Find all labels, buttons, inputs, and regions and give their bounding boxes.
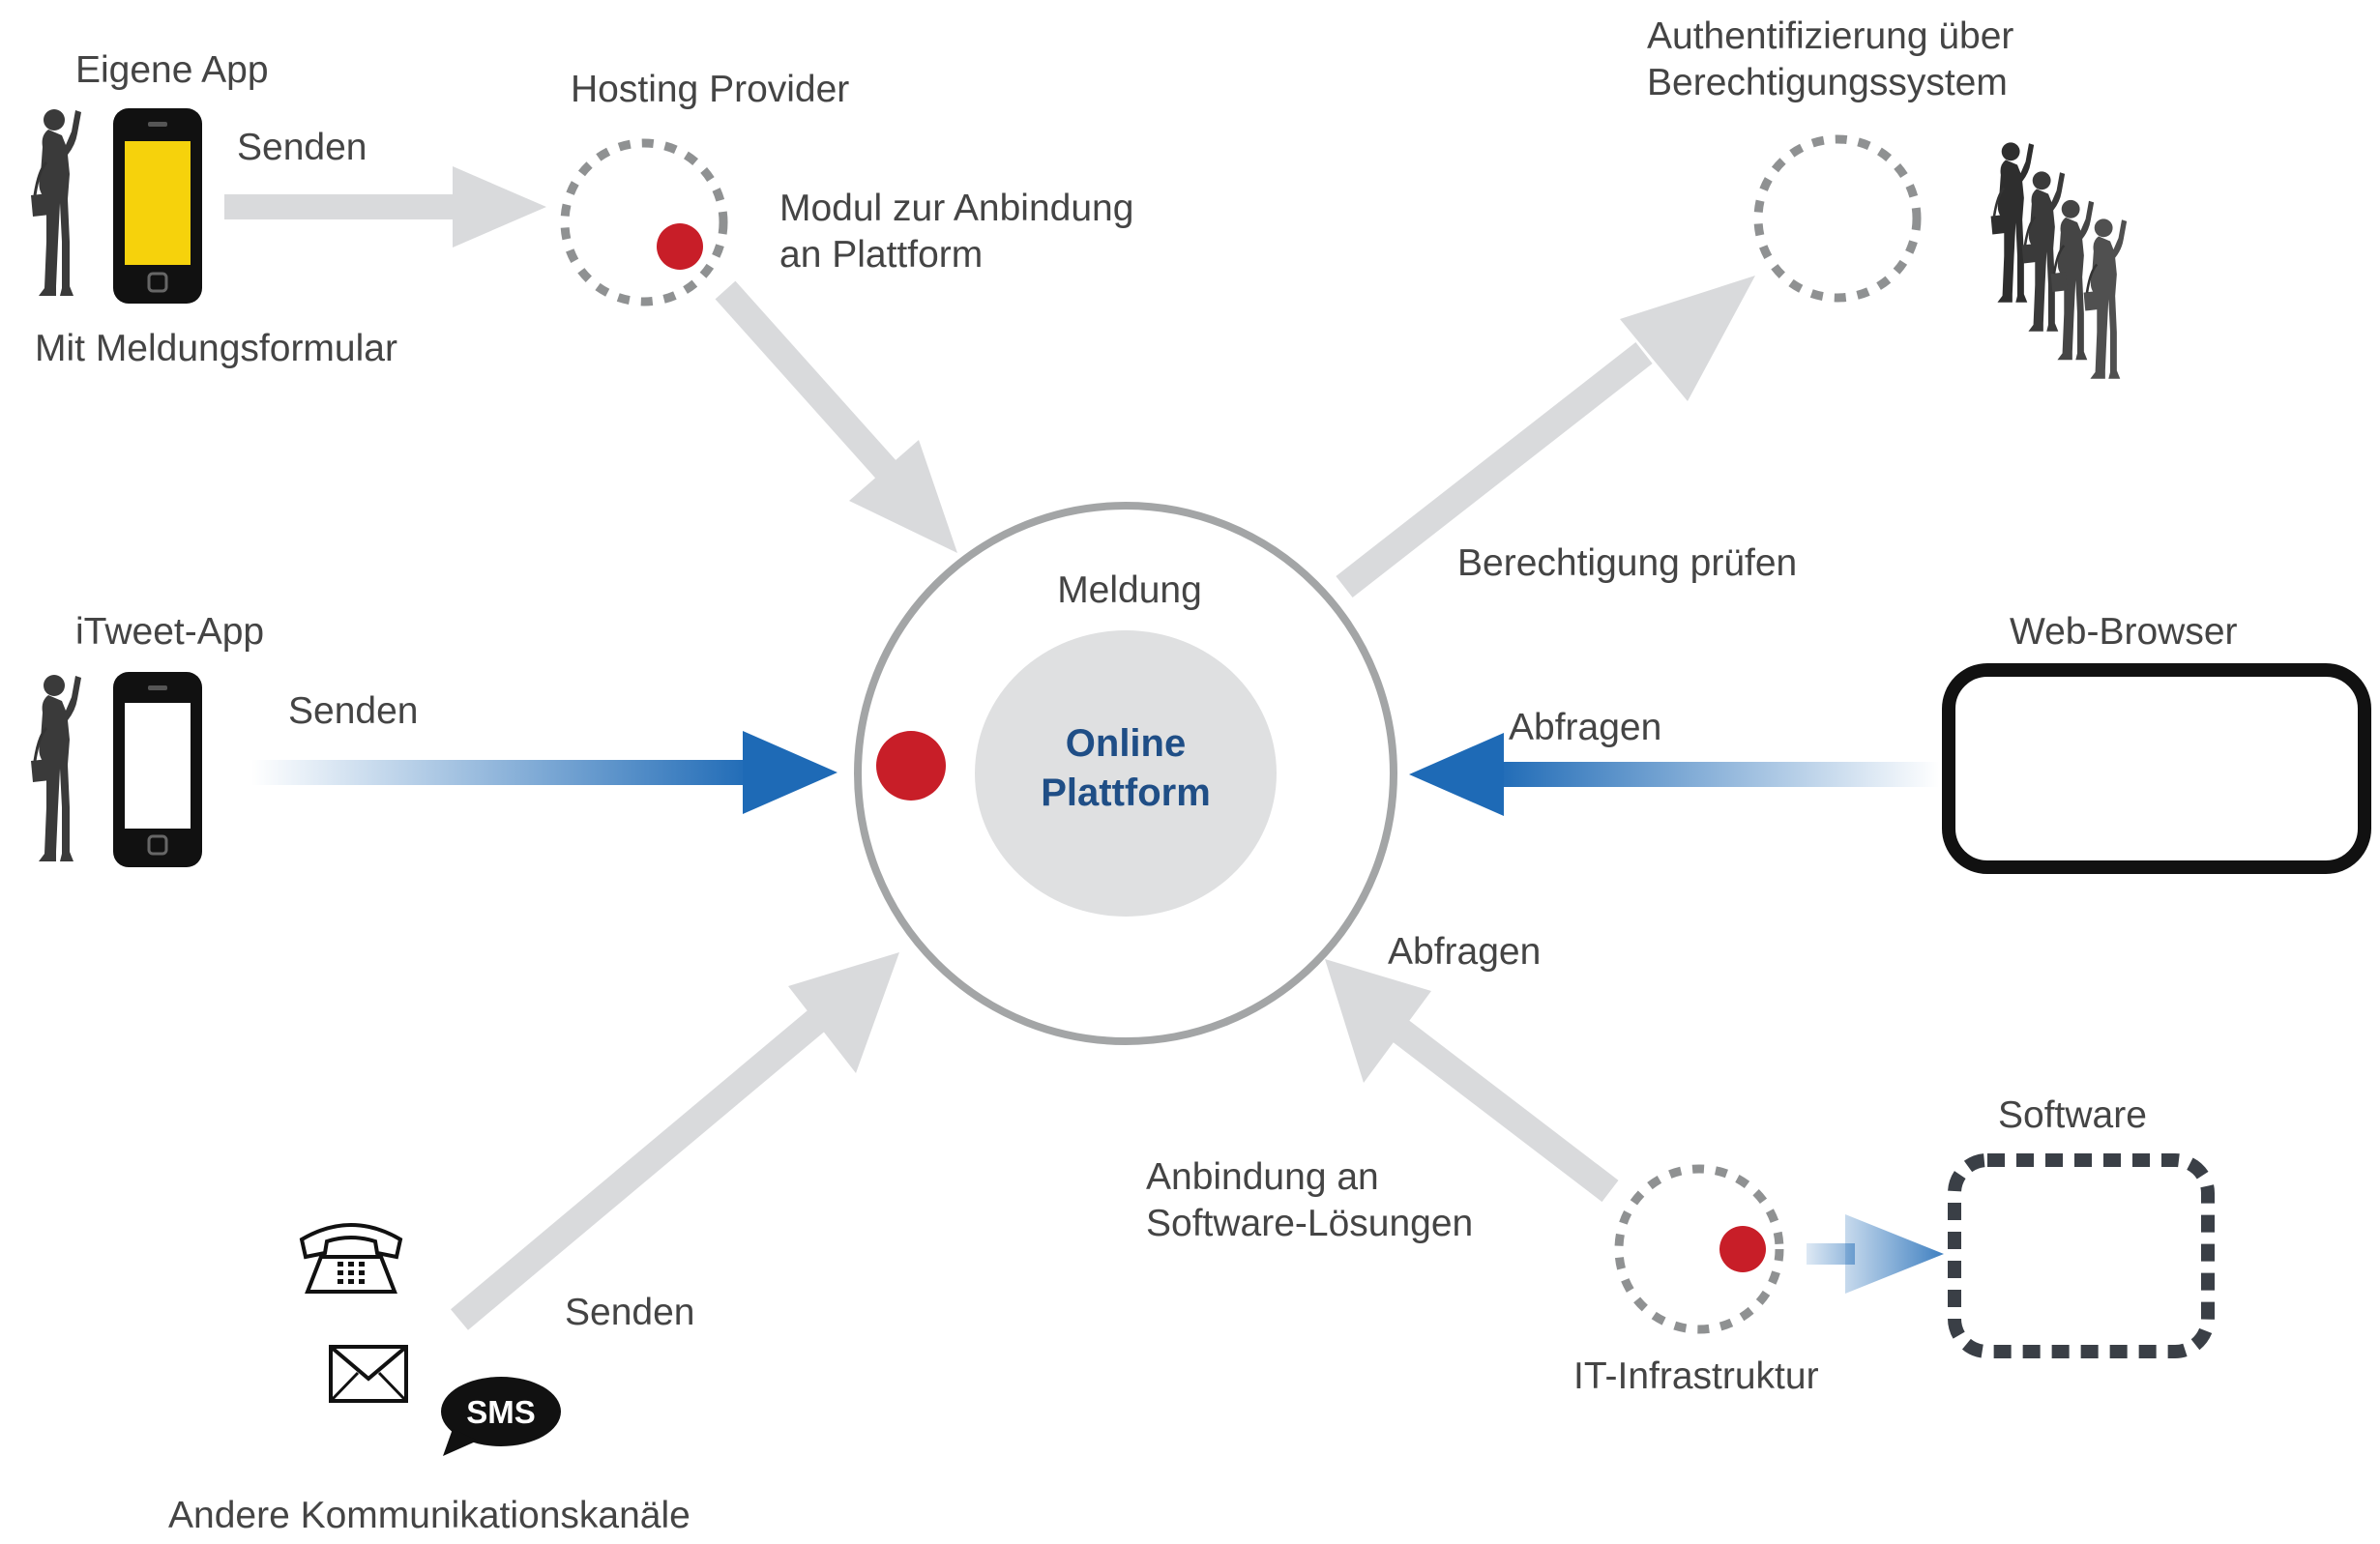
it-infrastruktur-label: IT-Infrastruktur [1573,1355,1819,1397]
infrastructure-dashed-circle [1614,1164,1784,1334]
online-platform: Meldung Online Plattform [854,502,1397,1045]
software-group: Software [1948,1094,2215,1358]
anbindung-label-line1: Anbindung an [1146,1156,1379,1198]
arrow-itweet-to-platform [251,731,837,814]
person-silhouette-icon [29,107,83,298]
hosting-dashed-circle [560,138,728,306]
modul-label-line2: an Plattform [779,234,983,276]
abfragen-label-right: Abfragen [1509,707,1661,748]
eigene-app-group: Eigene App Senden Mit Meldungsformular [29,49,397,369]
senden-label-mid: Senden [288,690,418,732]
software-dashed-box [1948,1153,2215,1358]
hosting-module-dot [657,223,703,270]
itweet-app-label: iTweet-App [75,611,264,653]
telephone-icon [299,1223,403,1294]
senden-label-bottom: Senden [565,1292,694,1333]
smartphone-icon [113,108,202,304]
senden-label-top: Senden [237,127,367,168]
meldung-label: Meldung [1057,569,1202,611]
auth-label-line2: Berechtigungssystem [1647,62,2008,103]
auth-dashed-circle [1753,134,1922,303]
smartphone-icon [113,672,202,867]
sms-text: SMS [466,1394,536,1430]
arrow-channels-to-platform [451,952,899,1330]
mit-meldungsformular-label: Mit Meldungsformular [35,328,397,369]
software-label: Software [1998,1094,2147,1136]
group-of-people-icon [1988,140,2129,381]
web-browser-label: Web-Browser [2010,611,2238,653]
arrow-browser-to-platform [1409,733,1939,816]
arrow-platform-to-auth [1336,276,1755,598]
arrow-hosting-to-platform [715,280,957,553]
auth-label-line1: Authentifizierung über [1647,15,2013,57]
sms-bubble-icon: SMS [441,1377,561,1456]
meldung-dot [876,731,946,801]
envelope-icon [329,1345,408,1403]
hosting-provider-label: Hosting Provider [571,69,849,110]
web-browser-window [1942,663,2371,874]
abfragen-label-lower: Abfragen [1388,931,1541,973]
itweet-app-group: iTweet-App Senden [29,611,418,867]
hosting-provider-group: Hosting Provider Modul zur Anbindung an … [560,69,1133,306]
andere-kanaele-label: Andere Kommunikationskanäle [168,1495,690,1536]
web-browser-group: Web-Browser Abfragen [1509,611,2371,874]
anbindung-label-line2: Software-Lösungen [1146,1203,1473,1244]
other-channels-group: SMS Senden Andere Kommunikationskanäle [168,1223,694,1536]
arrow-eigene-app-to-hosting [224,166,546,248]
person-silhouette-icon [29,673,83,863]
it-infrastructure-group: Abfragen Anbindung an Software-Lösungen … [1146,931,1819,1397]
modul-label-line1: Modul zur Anbindung [779,188,1133,229]
platform-label-line2: Plattform [1041,772,1211,814]
infrastructure-dot [1719,1226,1766,1272]
arrow-infrastructure-to-software [1807,1214,1944,1294]
eigene-app-label: Eigene App [75,49,269,91]
authentication-group: Authentifizierung über Berechtigungssyst… [1457,15,2129,584]
platform-core [975,630,1277,917]
arrow-infrastructure-to-platform [1325,959,1619,1203]
platform-label-line1: Online [1066,722,1186,765]
berechtigung-pruefen-label: Berechtigung prüfen [1457,542,1797,584]
